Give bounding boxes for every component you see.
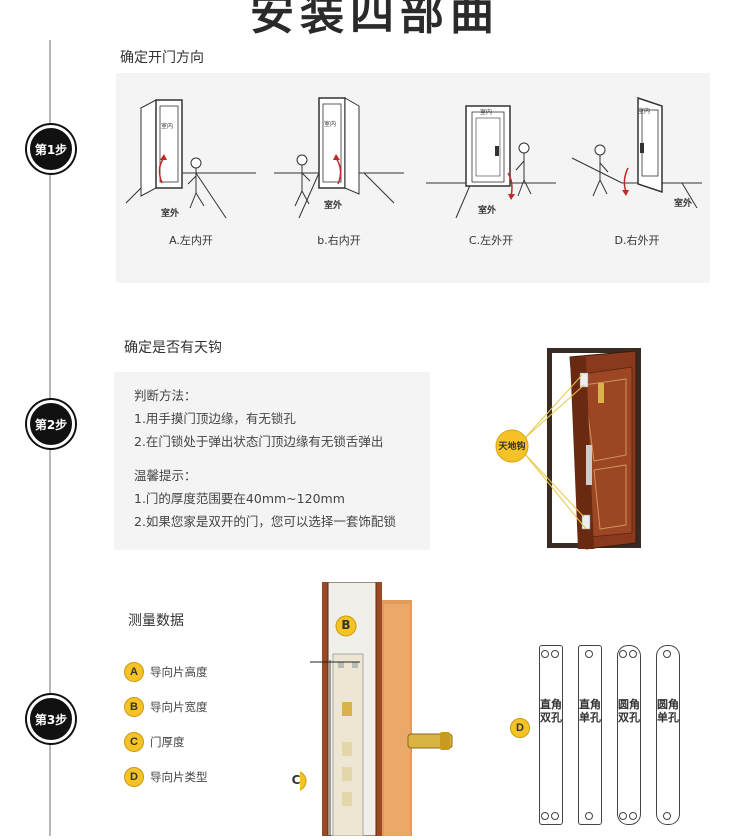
door-b-illustration: 室内 室外: [274, 97, 404, 219]
door-direction-panel: 室内 室外 A.左内开 室内 室外 b.右内开: [116, 73, 710, 283]
measurement-label-b: 导向片宽度: [150, 699, 208, 714]
door-a-illustration: 室内 室外: [125, 99, 256, 219]
door-a-inside-label: 室内: [161, 122, 173, 130]
door-c-caption: C.左外开: [468, 234, 514, 247]
door-option-b: 室内 室外 b.右内开: [264, 88, 414, 248]
door-d-caption: D.右外开: [614, 234, 660, 247]
step-3-badge: 第3步: [27, 695, 75, 743]
plate-square-single-label: 直角单孔: [579, 698, 601, 724]
door-b-caption: b.右内开: [317, 234, 361, 247]
step-1-badge: 第1步: [27, 125, 75, 173]
measurement-item-a: A 导向片高度: [124, 654, 304, 689]
door-a-outside-label: 室外: [161, 207, 179, 219]
door-d-illustration: 室内 室外: [571, 96, 702, 209]
plate-square-double-label: 直角双孔: [540, 698, 562, 724]
tips-line-1: 1.门的厚度范围要在40mm~120mm: [134, 491, 345, 506]
door-d-outside-label: 室外: [674, 197, 692, 209]
door-b-inside-label: 室内: [324, 120, 336, 128]
tips-line-2: 2.如果您家是双开的门，您可以选择一套饰配锁: [134, 514, 396, 529]
step-2-badge: 第2步: [27, 400, 75, 448]
letter-c-icon: C: [124, 731, 144, 752]
door-a-caption: A.左内开: [169, 234, 213, 247]
tips-title: 温馨提示：: [134, 468, 197, 483]
method-line-2: 2.在门锁处于弹出状态门顶边缘有无锁舌弹出: [134, 434, 384, 449]
step2-title: 确定是否有天钩: [124, 340, 222, 356]
letter-a-icon: A: [124, 661, 144, 682]
plate-round-double-label: 圆角双孔: [618, 698, 640, 724]
door-c-illustration: 室内 室外: [426, 105, 556, 219]
letter-d-icon: D: [124, 766, 144, 787]
method-line-1: 1.用手摸门顶边缘，有无锁孔: [134, 411, 296, 426]
door-option-a: 室内 室外 A.左内开: [116, 88, 266, 248]
diagram-letter-b: B: [341, 618, 351, 632]
door-c-outside-label: 室外: [478, 204, 496, 216]
measurement-item-d: D 导向片类型: [124, 759, 304, 794]
measurement-list: A 导向片高度 B 导向片宽度 C 门厚度 D 导向片类型: [124, 654, 304, 794]
page-title: 安装四部曲: [250, 0, 500, 40]
plate-square-single: 直角单孔: [578, 645, 602, 825]
plate-round-single-label: 圆角单孔: [657, 698, 679, 724]
plate-type-letter-d: D: [510, 718, 530, 738]
hook-door-illustration: 天地钩: [490, 345, 650, 560]
door-edge-diagram: B C: [285, 581, 470, 837]
measurement-item-c: C 门厚度: [124, 724, 304, 759]
plate-round-single: 圆角单孔: [656, 645, 680, 825]
measurement-item-b: B 导向片宽度: [124, 689, 304, 724]
hook-label: 天地钩: [498, 442, 526, 452]
door-option-c: 室内 室外 C.左外开: [416, 88, 566, 248]
door-option-d: 室内 室外 D.右外开: [562, 88, 712, 248]
door-b-outside-label: 室外: [324, 199, 342, 211]
door-d-inside-label: 室内: [638, 107, 650, 115]
method-title: 判断方法：: [134, 388, 197, 403]
plate-round-double: 圆角双孔: [617, 645, 641, 825]
hook-check-panel: 判断方法： 1.用手摸门顶边缘，有无锁孔 2.在门锁处于弹出状态门顶边缘有无锁舌…: [114, 372, 430, 550]
diagram-letter-c: C: [291, 773, 301, 787]
measurement-label-d: 导向片类型: [150, 769, 208, 784]
measurement-label-a: 导向片高度: [150, 664, 208, 679]
measurement-label-c: 门厚度: [150, 734, 185, 749]
letter-b-icon: B: [124, 696, 144, 717]
step1-title: 确定开门方向: [120, 50, 204, 66]
door-c-inside-label: 室内: [480, 108, 492, 116]
plate-square-double: 直角双孔: [539, 645, 563, 825]
step3-title: 测量数据: [128, 613, 184, 629]
